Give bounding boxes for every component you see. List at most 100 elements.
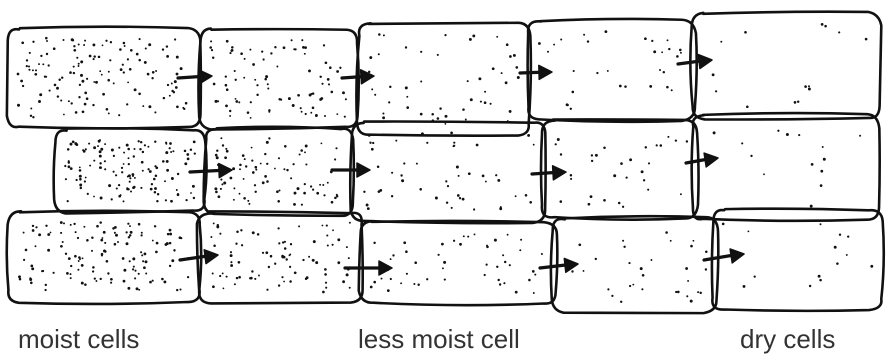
moisture-dot — [60, 221, 63, 224]
moisture-dot — [342, 91, 345, 94]
moisture-dot — [128, 163, 130, 165]
moisture-dot — [653, 50, 656, 53]
moisture-dot — [247, 111, 250, 114]
moisture-dot — [243, 197, 246, 200]
moisture-dot — [659, 69, 661, 71]
moisture-dot — [533, 144, 535, 146]
moisture-dot — [288, 97, 291, 100]
moisture-dot — [129, 260, 131, 262]
moisture-dot — [378, 53, 380, 55]
moisture-dot — [513, 54, 516, 57]
moisture-dot — [224, 156, 227, 159]
moisture-dot — [220, 137, 222, 139]
moisture-dot — [680, 52, 682, 54]
moisture-dot — [152, 280, 154, 282]
moisture-dot — [668, 48, 670, 50]
dots-r2-c2 — [214, 137, 338, 206]
moisture-dot — [426, 278, 428, 280]
moisture-dot — [541, 253, 543, 255]
moisture-dot — [301, 39, 303, 41]
moisture-dot — [78, 260, 80, 262]
moisture-dot — [92, 104, 94, 106]
moisture-dot — [70, 273, 72, 275]
moisture-dot — [421, 132, 424, 135]
moisture-dot — [603, 199, 606, 202]
moisture-dot — [533, 292, 535, 294]
moisture-dot — [368, 134, 371, 137]
moisture-dot — [374, 94, 376, 96]
moisture-dot — [607, 288, 609, 290]
moisture-dot — [468, 172, 471, 175]
moisture-dot — [106, 108, 109, 111]
moisture-dot — [136, 287, 139, 290]
moisture-dot — [154, 191, 157, 194]
moisture-dot — [176, 189, 178, 191]
moisture-dot — [661, 51, 663, 53]
moisture-dot — [125, 231, 127, 233]
moisture-dot — [282, 241, 284, 243]
moisture-dot — [274, 168, 276, 170]
moisture-dot — [823, 158, 826, 161]
moisture-dot — [163, 280, 166, 283]
cell-r3-c5 — [712, 209, 884, 311]
moisture-dot — [501, 72, 503, 74]
moisture-dot — [213, 244, 216, 247]
moisture-dot — [285, 258, 287, 260]
moisture-dot — [743, 285, 746, 288]
moisture-dot — [349, 287, 351, 289]
moisture-dot — [41, 270, 43, 272]
moisture-dot — [322, 184, 324, 186]
moisture-dot — [145, 260, 148, 263]
moisture-dot — [445, 115, 448, 118]
cell-r2-c5 — [692, 113, 880, 221]
moisture-dot — [484, 274, 486, 276]
moisture-dot — [290, 243, 292, 245]
moisture-dot — [127, 176, 129, 178]
moisture-dot — [248, 203, 250, 205]
moisture-dot — [78, 63, 80, 65]
moisture-dot — [61, 76, 63, 78]
moisture-dot — [325, 287, 327, 289]
moisture-dot — [332, 244, 334, 246]
moisture-dot — [163, 97, 165, 99]
moisture-dot — [134, 277, 136, 279]
moisture-dot — [88, 143, 90, 145]
moisture-dot — [143, 266, 146, 269]
moisture-dot — [230, 254, 233, 257]
moisture-dot — [119, 48, 122, 51]
moisture-dot — [54, 84, 57, 87]
moisture-dot — [87, 193, 89, 195]
moisture-dot — [108, 71, 110, 73]
moisture-dot — [179, 288, 181, 290]
moisture-dot — [126, 103, 128, 105]
moisture-dot — [406, 273, 408, 275]
moisture-dot — [154, 111, 156, 113]
moisture-dot — [225, 84, 228, 87]
moisture-dot — [808, 88, 811, 91]
moisture-dot — [328, 83, 330, 85]
moisture-dot — [45, 37, 48, 40]
less-moist-cell-label: less moist cell — [358, 324, 520, 355]
moisture-dot — [152, 240, 154, 242]
moisture-dot — [164, 180, 166, 182]
moisture-dot — [405, 46, 407, 48]
moisture-dot — [142, 260, 144, 262]
moisture-dot — [538, 42, 541, 45]
moisture-dot — [308, 256, 310, 258]
moisture-dot — [166, 169, 169, 172]
moisture-dot — [91, 250, 93, 252]
moisture-dot — [153, 178, 156, 181]
moisture-dot — [294, 271, 297, 274]
moisture-dot — [38, 63, 40, 65]
moisture-dot — [262, 181, 265, 184]
moisture-dot — [107, 272, 109, 274]
moisture-dot — [149, 281, 152, 284]
moisture-dot — [690, 300, 693, 303]
moisture-dot — [34, 73, 37, 76]
moisture-dot — [302, 259, 304, 261]
moisture-dot — [417, 284, 419, 286]
moisture-dot — [32, 69, 34, 71]
moisture-dot — [251, 270, 253, 272]
moisture-dot — [566, 104, 569, 107]
moisture-dot — [492, 67, 495, 70]
